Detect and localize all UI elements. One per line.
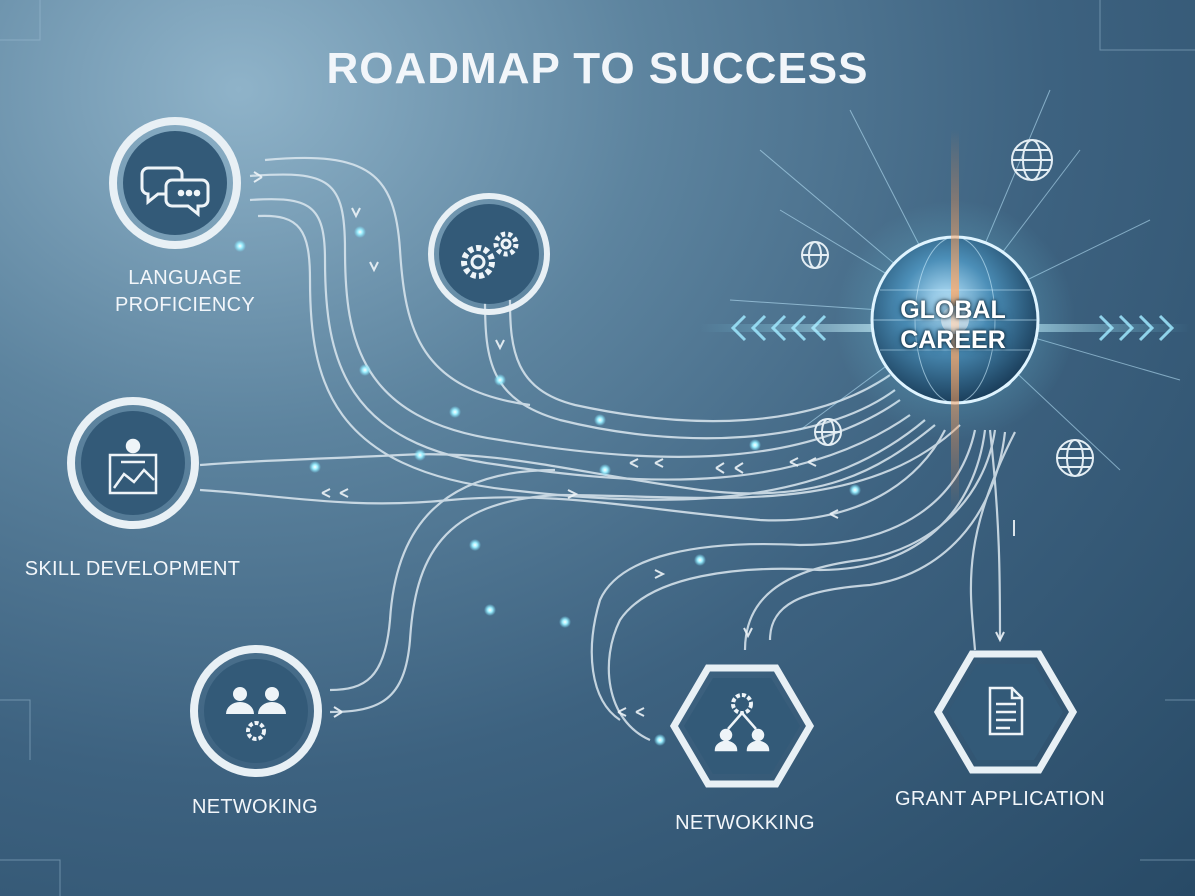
global-career-globe [835, 130, 1075, 510]
document-icon [988, 686, 1024, 736]
skill-development-label: SKILL DEVELOPMENT [24, 558, 241, 580]
network-team-icon [714, 693, 770, 752]
language-proficiency-node [109, 117, 241, 249]
networking-center-node [669, 664, 815, 788]
global-career-line2: CAREER [900, 326, 1006, 354]
networking-center-label: NETWOKKING [675, 812, 815, 834]
grant-application-node [933, 650, 1078, 774]
road-paths [199, 156, 1016, 742]
glow-dots [234, 226, 861, 746]
language-label-line1: LANGUAGE [128, 267, 242, 289]
gears-node [428, 193, 550, 315]
global-career-label: GLOBAL CAREER [878, 295, 1028, 355]
networking-left-node [190, 645, 322, 777]
page-title: ROADMAP TO SUCCESS [326, 44, 869, 93]
skill-development-node [67, 397, 199, 529]
people-gear-icon [226, 687, 286, 741]
language-label-line2: PROFICIENCY [115, 294, 255, 316]
grant-application-label: GRANT APPLICATION [895, 788, 1105, 810]
gears-icon [461, 231, 519, 279]
language-proficiency-label: LANGUAGE PROFICIENCY [95, 265, 275, 319]
skill-chart-icon [108, 438, 158, 495]
chat-bubbles-icon [140, 166, 210, 218]
global-career-line1: GLOBAL [900, 296, 1006, 324]
networking-left-label: NETWOKING [191, 796, 319, 818]
road-arrows [253, 171, 1015, 718]
